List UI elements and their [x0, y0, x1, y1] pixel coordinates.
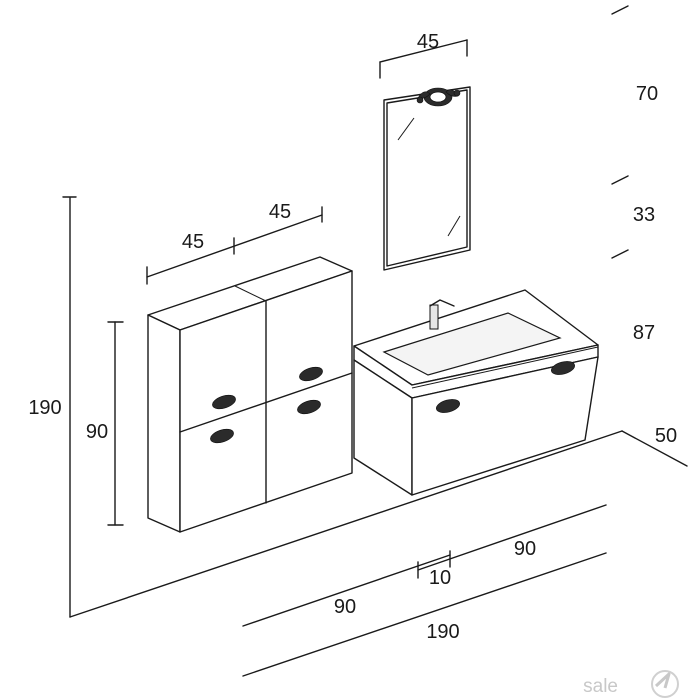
vanity	[353, 289, 599, 496]
depth-line	[621, 430, 688, 467]
cabinet-width-left-label: 45	[182, 231, 204, 253]
vanity-width-label: 90	[514, 538, 536, 560]
cabinet-handle-icon	[210, 366, 323, 444]
vanity-width-line	[417, 504, 607, 571]
gap-width-label: 10	[429, 567, 451, 589]
depth-label: 50	[655, 425, 677, 447]
cabinet-height-label: 90	[86, 421, 108, 443]
vanity-edge-line	[411, 346, 599, 389]
cabinet-base-width-line	[242, 554, 451, 627]
cabinet-base-width-label: 90	[334, 596, 356, 618]
tick-vanity-top	[611, 249, 629, 259]
watermark-arrow-icon	[651, 670, 679, 698]
total-width-line	[242, 552, 607, 677]
right-height-ticks	[611, 5, 629, 259]
total-height-label: 190	[28, 397, 61, 419]
cabinet-top-divider	[234, 285, 267, 302]
vanity-height-label: 87	[633, 322, 655, 344]
mirror-ornament-icon	[416, 87, 461, 107]
mirror	[379, 39, 471, 271]
mirror-gap-height-label: 33	[633, 204, 655, 226]
cabinet-width-right-label: 45	[269, 201, 291, 223]
watermark-text: sale	[583, 676, 618, 697]
tick-top	[611, 5, 629, 15]
mirror-reflection-1	[397, 117, 415, 141]
mirror-top-height-label: 70	[636, 83, 658, 105]
floor-guides	[62, 196, 688, 677]
faucet-icon	[429, 299, 455, 330]
vanity-handle-icon	[436, 361, 575, 413]
total-width-label: 190	[426, 621, 459, 643]
cabinet-side	[147, 314, 181, 533]
floor-back-edge	[69, 430, 623, 618]
cabinet-door-horizontal-split	[179, 372, 353, 433]
tick-mirror-bottom	[611, 175, 629, 185]
watermark: sale	[583, 670, 679, 698]
mirror-width-dimline	[379, 39, 468, 63]
mirror-width-label: 45	[417, 31, 439, 53]
tall-cabinet	[107, 206, 353, 533]
basin	[382, 312, 562, 376]
vanity-front	[411, 356, 599, 496]
mirror-glass	[386, 89, 468, 267]
mirror-reflection-2	[447, 215, 461, 237]
